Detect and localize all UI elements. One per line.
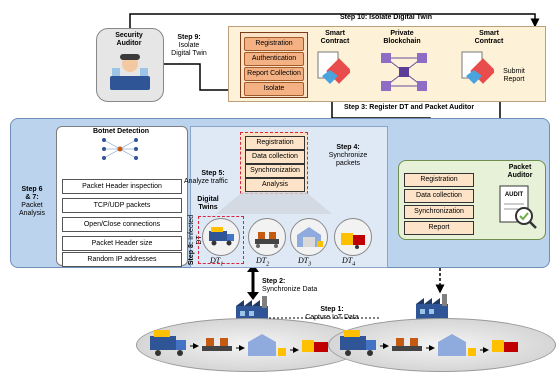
dt3-warehouse-icon (297, 227, 323, 247)
botnet-item-open-close: Open/Close connections (62, 217, 182, 232)
pa-synchronization-item: Synchronization (404, 205, 474, 219)
dt4-delivery-icon (341, 233, 365, 249)
top-report-collection-item: Report Collection (244, 67, 304, 81)
step9-label: Step 9: Isolate Digital Twin (171, 34, 207, 57)
dt1-circle (202, 218, 240, 256)
dt-funnel-shape (216, 192, 332, 214)
step9-arrow (162, 63, 240, 95)
dt-analysis-item: Analysis (245, 178, 305, 192)
dt-data-collection-item: Data collection (245, 150, 305, 164)
iot-scene-left-icons (150, 330, 328, 356)
top-isolate-item: Isolate (244, 82, 304, 96)
step67-label: Step 6& 7: Packet Analysis (18, 186, 46, 217)
infected-dt-highlight (198, 216, 244, 264)
step10-label: Step 10: Isolate Digital Twin (340, 14, 433, 21)
dt1-truck-icon (209, 227, 234, 246)
botnet-item-random-ip: Random IP addresses (62, 252, 182, 267)
dt2-label: DT2 (256, 256, 270, 268)
botnet-item-header-size: Packet Header size (62, 236, 182, 251)
security-auditor-label: Security Auditor (115, 32, 143, 47)
step10-arrow (129, 13, 540, 28)
audit-document-icon (499, 185, 537, 229)
step1-label: Step 1: Capture IoT Data (305, 306, 359, 321)
dt-function-list: Registration Data collection Synchroniza… (240, 132, 308, 194)
dt-synchronization-item: Synchronization (245, 164, 305, 178)
top-authentication-item: Authentication (244, 52, 304, 66)
factory-right-icon (416, 294, 448, 320)
botnet-item-header-inspection: Packet Header inspection (62, 179, 182, 194)
dt-registration-item: Registration (245, 136, 305, 150)
botnet-title: Botnet Detection (93, 128, 149, 135)
smart-contract-left-icon (317, 51, 350, 84)
pa-report-item: Report (404, 221, 474, 235)
iot-scene-right-icons (340, 330, 518, 356)
pa-registration-item: Registration (404, 173, 474, 187)
dt1-label: DT1 (210, 256, 224, 268)
step2-label: Step 2: Synchronize Data (262, 278, 318, 293)
step4-label: Step 4: Synchronize packets (328, 144, 368, 167)
smart-contract-right-icon (461, 51, 494, 84)
auditor-person-icon (110, 54, 150, 90)
step3-label: Step 3: Register DT and Packet Auditor (344, 104, 475, 111)
dt2-conveyor-icon (255, 232, 279, 248)
audit-badge: AUDIT (504, 192, 524, 198)
dt4-circle (334, 218, 372, 256)
blockchain-network-icon (381, 53, 427, 91)
dt2-circle (248, 218, 286, 256)
pa-data-collection-item: Data collection (404, 189, 474, 203)
top-function-list: Registration Authentication Report Colle… (240, 32, 308, 98)
step5-label: Step 5: (201, 170, 225, 177)
dt3-label: DT3 (298, 256, 312, 268)
top-registration-item: Registration (244, 37, 304, 51)
dt4-label: DT4 (342, 256, 356, 268)
neural-network-icon (102, 138, 138, 160)
dt3-circle (290, 218, 328, 256)
step5-text: Analyze traffic (184, 178, 228, 185)
botnet-item-tcp-udp: TCP/UDP packets (62, 198, 182, 213)
